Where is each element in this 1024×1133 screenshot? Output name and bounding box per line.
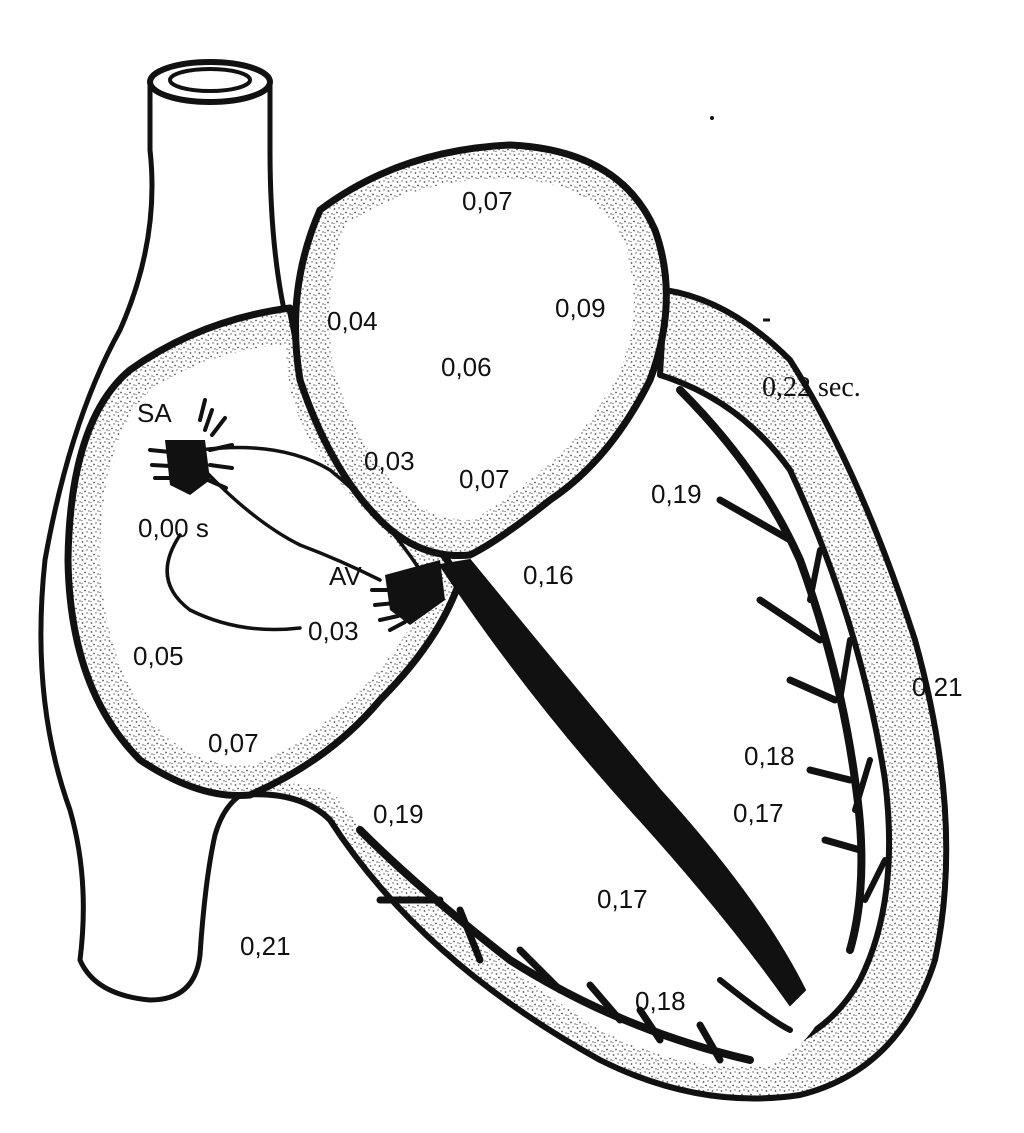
timing-labels: SA AV 0,00 s 0,03 0,07 0,04 0,06 0,09 0,… [133, 186, 963, 1016]
ra-mid-label: 0,05 [133, 641, 184, 671]
la-lower-left-label: 0,03 [364, 446, 415, 476]
rv-upper-label: 0,19 [373, 799, 424, 829]
ra-lower-label: 0,07 [208, 728, 259, 758]
left-atrium [292, 141, 670, 560]
av-path-time-label: 0,03 [308, 616, 359, 646]
la-center-label: 0,06 [441, 352, 492, 382]
la-top-label: 0,07 [462, 186, 513, 216]
rv-lower-label: 0,18 [635, 986, 686, 1016]
sa-node [148, 398, 234, 495]
outer-right-label: 0,22 sec. [762, 372, 861, 403]
scan-dot [710, 116, 714, 120]
la-left-label: 0,04 [327, 306, 378, 336]
conduction-tracts [165, 445, 422, 632]
lv-wall-label: 0,21 [912, 672, 963, 702]
rv-center-label: 0,17 [597, 884, 648, 914]
lv-branch-label: 0,18 [744, 741, 795, 771]
sa-label: SA [137, 398, 172, 428]
rv-outer-label: 0,21 [240, 931, 291, 961]
av-label: AV [329, 561, 362, 591]
la-right-label: 0,09 [555, 293, 606, 323]
bundle-top-label: 0,16 [523, 560, 574, 590]
purkinje-fibers-right [676, 386, 888, 954]
bundle-of-his [438, 558, 807, 1007]
la-lower-label: 0,07 [459, 464, 510, 494]
av-node [370, 560, 445, 632]
lv-lower-label: 0,17 [733, 798, 784, 828]
lv-upper-label: 0,19 [651, 479, 702, 509]
purkinje-fibers-left [356, 826, 793, 1064]
sa-time-label: 0,00 s [138, 513, 209, 543]
